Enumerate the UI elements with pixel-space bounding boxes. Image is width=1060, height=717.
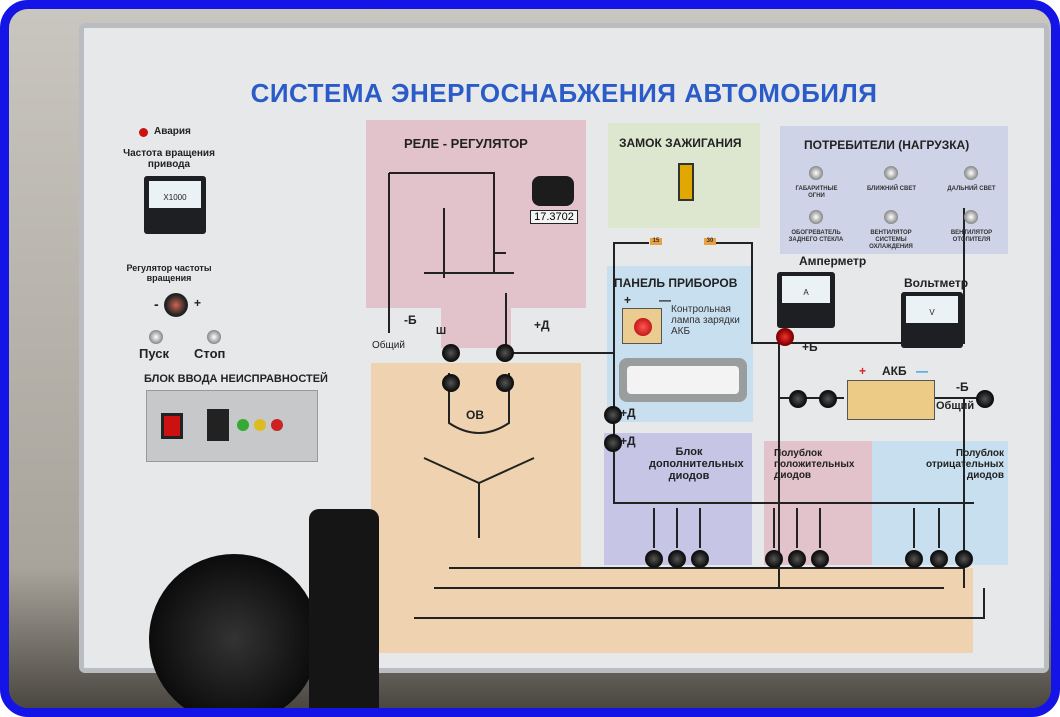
extra-diodes-label: Блок дополнительных диодов bbox=[649, 446, 744, 482]
generator-zone bbox=[371, 363, 581, 653]
fault-switch[interactable] bbox=[161, 413, 183, 439]
start-label: Пуск bbox=[139, 346, 169, 361]
relay-zone-tail bbox=[441, 308, 511, 348]
alternator-pulley-guard bbox=[309, 509, 379, 708]
plus-b-label: +Б bbox=[802, 340, 818, 354]
diode-jack[interactable] bbox=[811, 550, 829, 568]
fault-block-label: БЛОК ВВОДА НЕИСПРАВНОСТЕЙ bbox=[144, 373, 328, 385]
ammeter-face: A bbox=[781, 276, 831, 304]
stop-button[interactable] bbox=[207, 330, 221, 344]
charge-lamp-label: Контрольная лампа зарядки АКБ bbox=[671, 304, 740, 337]
minus-label: - bbox=[154, 296, 159, 312]
speed-regulator-label: Регулятор частоты вращения bbox=[126, 263, 212, 283]
ov-jack-2[interactable] bbox=[496, 374, 514, 392]
diode-jack[interactable] bbox=[788, 550, 806, 568]
red-led[interactable] bbox=[271, 419, 283, 431]
start-button[interactable] bbox=[149, 330, 163, 344]
battery-minus: — bbox=[916, 364, 928, 378]
consumers-title: ПОТРЕБИТЕЛИ (НАГРУЗКА) bbox=[804, 138, 970, 152]
ov-jack-1[interactable] bbox=[442, 374, 460, 392]
battery-icon bbox=[847, 380, 935, 420]
diode-jack[interactable] bbox=[645, 550, 663, 568]
regulator-chip bbox=[532, 176, 574, 206]
positive-diodes-label: Полублок положительных диодов bbox=[774, 448, 855, 481]
plus-d-label-2: +Д bbox=[620, 434, 636, 448]
plus-b-jack[interactable] bbox=[776, 328, 794, 346]
voltmeter-face: V bbox=[905, 296, 959, 324]
toggle-high-beam[interactable] bbox=[964, 166, 978, 180]
drive-speed-label: Частота вращения привода bbox=[123, 148, 215, 170]
plus-d-jack[interactable] bbox=[496, 344, 514, 362]
training-board: СИСТЕМА ЭНЕРГОСНАБЖЕНИЯ АВТОМОБИЛЯ Авари… bbox=[79, 23, 1049, 673]
ov-label: ОВ bbox=[466, 408, 484, 422]
ignition-key-switch[interactable] bbox=[678, 163, 694, 201]
generator-zone-bottom bbox=[581, 568, 973, 653]
alarm-led bbox=[139, 128, 148, 137]
charge-warning-lamp bbox=[634, 318, 652, 336]
battery-lamp-housing bbox=[622, 308, 662, 344]
voltmeter: V bbox=[901, 292, 963, 348]
ammeter-label: Амперметр bbox=[799, 254, 867, 268]
relay-minus-b: -Б bbox=[404, 313, 417, 327]
plus-d-jack-1[interactable] bbox=[604, 406, 622, 424]
speed-meter: X1000 bbox=[144, 176, 206, 234]
consumers-zone bbox=[780, 126, 1008, 254]
diode-jack[interactable] bbox=[905, 550, 923, 568]
toggle-cooling-fan[interactable] bbox=[884, 210, 898, 224]
diode-jack[interactable] bbox=[765, 550, 783, 568]
stop-label: Стоп bbox=[194, 346, 226, 361]
speed-meter-face: X1000 bbox=[148, 180, 202, 209]
yellow-led[interactable] bbox=[254, 419, 266, 431]
diode-jack[interactable] bbox=[691, 550, 709, 568]
dash-minus: — bbox=[659, 293, 671, 307]
battery-common: Общий bbox=[936, 400, 975, 412]
ammeter: A bbox=[777, 272, 835, 328]
terminal-15: 15 bbox=[650, 238, 662, 245]
alternator bbox=[149, 554, 319, 708]
speed-regulator-knob[interactable] bbox=[164, 293, 188, 317]
toggle-low-beam[interactable] bbox=[884, 166, 898, 180]
battery-label: АКБ bbox=[882, 364, 907, 378]
consumer-label: ОБОГРЕВАТЕЛЬ ЗАДНЕГО СТЕКЛА bbox=[788, 230, 844, 243]
plus-d-jack-2[interactable] bbox=[604, 434, 622, 452]
relay-common: Общий bbox=[372, 340, 405, 351]
consumer-label: ВЕНТИЛЯТОР СИСТЕМЫ ОХЛАЖДЕНИЯ bbox=[869, 230, 913, 250]
fault-digit-display bbox=[207, 409, 229, 441]
toggle-parking-lights[interactable] bbox=[809, 166, 823, 180]
diode-jack[interactable] bbox=[955, 550, 973, 568]
dash-plus: + bbox=[624, 293, 632, 307]
alarm-label: Авария bbox=[154, 126, 191, 137]
board-title: СИСТЕМА ЭНЕРГОСНАБЖЕНИЯ АВТОМОБИЛЯ bbox=[250, 78, 878, 108]
toggle-heater-fan[interactable] bbox=[964, 210, 978, 224]
ignition-title: ЗАМОК ЗАЖИГАНИЯ bbox=[619, 136, 742, 150]
consumer-label: ВЕНТИЛЯТОР ОТОПИТЕЛЯ bbox=[950, 230, 993, 243]
consumer-label: БЛИЖНИЙ СВЕТ bbox=[866, 186, 917, 192]
plus-label: + bbox=[194, 296, 202, 310]
sh-label: Ш bbox=[436, 326, 447, 337]
voltmeter-label: Вольтметр bbox=[904, 276, 969, 290]
negative-diodes-label: Полублок отрицательных диодов bbox=[926, 448, 1004, 481]
battery-plus: + bbox=[859, 364, 867, 378]
terminal-30: 30 bbox=[704, 238, 716, 245]
sh-jack[interactable] bbox=[442, 344, 460, 362]
battery-jack-1[interactable] bbox=[789, 390, 807, 408]
dashboard-title: ПАНЕЛЬ ПРИБОРОВ bbox=[614, 276, 738, 290]
part-number: 17.3702 bbox=[530, 210, 578, 224]
wiring-diagram bbox=[388, 172, 985, 619]
diode-jack[interactable] bbox=[930, 550, 948, 568]
consumer-label: ДАЛЬНИЙ СВЕТ bbox=[947, 186, 996, 192]
diode-jack[interactable] bbox=[668, 550, 686, 568]
green-led[interactable] bbox=[237, 419, 249, 431]
relay-plus-d: +Д bbox=[534, 318, 550, 332]
battery-jack-2[interactable] bbox=[819, 390, 837, 408]
relay-title: РЕЛЕ - РЕГУЛЯТОР bbox=[404, 136, 528, 151]
instrument-cluster-icon bbox=[619, 358, 747, 402]
minus-b-label: -Б bbox=[956, 380, 969, 394]
toggle-rear-defroster[interactable] bbox=[809, 210, 823, 224]
fault-block-plate bbox=[146, 390, 318, 462]
plus-d-label-1: +Д bbox=[620, 406, 636, 420]
consumer-label: ГАБАРИТНЫЕ ОГНИ bbox=[795, 186, 838, 199]
minus-b-jack[interactable] bbox=[976, 390, 994, 408]
